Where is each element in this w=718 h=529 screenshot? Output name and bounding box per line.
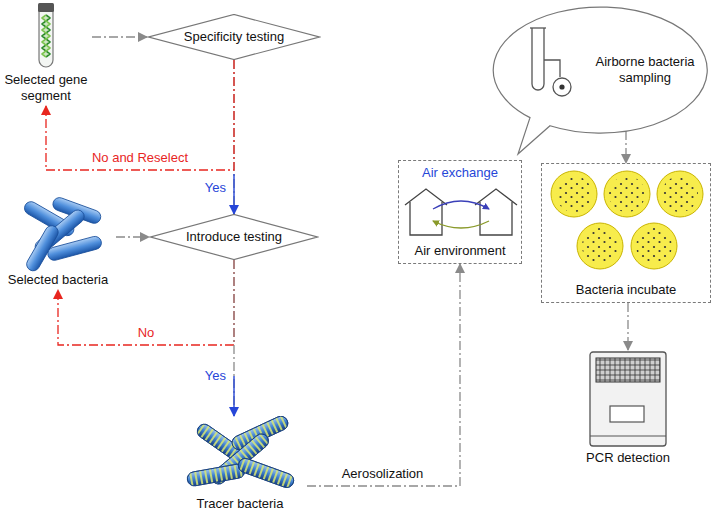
flow-connector <box>234 260 235 416</box>
bacteria-icon <box>2 192 114 272</box>
edge-label: No and Reselect <box>90 150 190 166</box>
illustration-part <box>610 406 644 422</box>
illustration-part <box>636 228 672 264</box>
illustration-part <box>530 28 571 96</box>
illustration-part <box>544 60 560 77</box>
pcr-machine-icon <box>570 350 686 450</box>
sampling-callout: Airborne bacteria sampling <box>490 4 710 136</box>
illustration-part <box>590 352 666 446</box>
illustration-part <box>405 189 447 205</box>
tracer-bacteria-icon <box>175 416 305 496</box>
illustration-part <box>631 223 677 269</box>
pcr-node: PCR detection <box>570 350 686 466</box>
node-label: Air exchange <box>399 165 521 181</box>
edge-label: Yes <box>203 368 228 384</box>
flow-connector <box>628 303 629 350</box>
illustration-part <box>42 15 50 57</box>
illustration-part <box>38 3 54 12</box>
tracer-bacteria-node: Tracer bacteria <box>175 416 305 512</box>
illustration-part <box>39 11 53 67</box>
illustration-part <box>577 223 623 269</box>
diamond-shape <box>149 14 320 59</box>
environment-box: Air exchangeAir environment <box>398 160 522 264</box>
illustration-part <box>475 189 517 205</box>
illustration-part <box>43 18 49 54</box>
illustration-part <box>46 235 102 262</box>
illustration-part <box>236 457 295 490</box>
incubation-box: Bacteria incubate <box>541 163 711 303</box>
node-label: Specificity testing <box>184 29 284 45</box>
flow-connector <box>307 264 460 486</box>
gene-tube-icon <box>2 2 90 72</box>
connector-line <box>625 131 626 163</box>
illustration-part <box>42 15 50 57</box>
connector-arrow <box>233 174 234 214</box>
illustration-part <box>553 78 571 96</box>
node-label: Selected gene segment <box>2 72 90 104</box>
bacteria-node: Selected bacteria <box>2 192 114 288</box>
illustration-part <box>236 457 295 490</box>
node-label: Introduce testing <box>186 229 282 245</box>
flow-connector <box>116 237 149 238</box>
illustration-part <box>551 171 703 269</box>
illustration-part <box>186 463 246 487</box>
node-label: Bacteria incubate <box>542 282 710 298</box>
node-label: Tracer bacteria <box>175 496 305 512</box>
illustration-part <box>657 171 703 217</box>
connector-line <box>116 236 149 237</box>
connector-line <box>307 264 460 486</box>
illustration-part <box>662 176 698 212</box>
diamond-shape <box>151 214 318 259</box>
illustration-part <box>604 171 650 217</box>
illustration-part <box>405 189 517 235</box>
illustration-part <box>559 84 564 89</box>
connector-line <box>92 36 147 37</box>
illustration-part <box>532 28 544 90</box>
illustration-part <box>530 27 546 28</box>
connector-line <box>627 303 628 350</box>
illustration-part <box>590 436 666 437</box>
node-label: Selected bacteria <box>2 272 114 288</box>
connector-arrow <box>233 376 234 416</box>
illustration-part <box>609 176 645 212</box>
node-label: Airborne bacteria sampling <box>588 54 702 86</box>
connector-line <box>233 260 234 416</box>
illustration-part <box>551 171 597 217</box>
illustration-part <box>433 221 489 228</box>
gene-segment-node: Selected gene segment <box>2 2 90 104</box>
decision-diamond: Introduce testing <box>149 214 319 260</box>
illustration-part <box>186 463 246 487</box>
edge-label: No <box>136 325 157 341</box>
houses-illustration <box>399 181 523 243</box>
illustration-part <box>493 7 707 154</box>
callout-bubble <box>490 4 710 136</box>
node-label: PCR detection <box>570 450 686 466</box>
illustration-part <box>556 176 592 212</box>
culture-dishes <box>542 164 712 274</box>
illustration-part <box>556 176 698 264</box>
node-label: Air environment <box>399 243 521 259</box>
decision-diamond: Specificity testing <box>147 14 321 60</box>
flow-connector <box>92 37 147 38</box>
illustration-part <box>596 358 660 382</box>
illustration-part <box>582 228 618 264</box>
edge-label: Yes <box>203 180 228 196</box>
illustration-part <box>433 201 489 209</box>
edge-label: Aerosolization <box>340 466 426 482</box>
flow-connector <box>626 131 627 163</box>
illustration-part <box>186 416 295 489</box>
